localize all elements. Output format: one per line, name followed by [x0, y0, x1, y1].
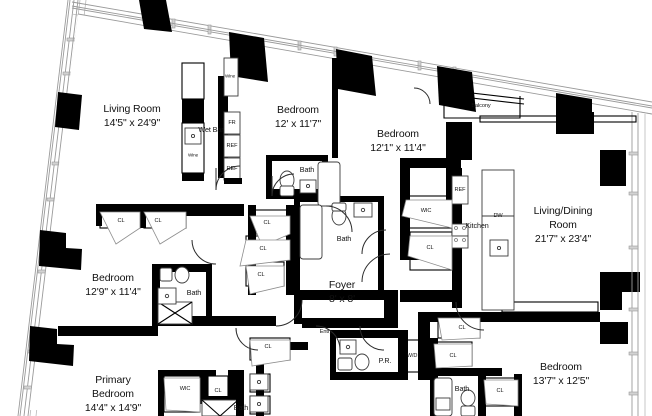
room-label-bedroom-north: Bedroom — [277, 104, 319, 117]
appliance-label-wine-lower: Wine — [187, 152, 199, 158]
closet-label-cl-se-lower: CL — [496, 387, 504, 394]
closet-label-cl-west-2: CL — [154, 217, 162, 224]
room-dimensions-living-room: 14'5" x 24'9" — [103, 117, 161, 130]
appliance-label-fr: FR — [228, 119, 236, 126]
closet-label-cl-center-3: CL — [257, 271, 265, 278]
area-label-kitchen: Kitchen — [465, 220, 489, 230]
closet-label-wic-kitchen: WIC — [420, 207, 432, 214]
room-label-bath-southeast: Bath — [454, 383, 470, 393]
area-label-balcony: Balcony — [471, 102, 491, 109]
closet-label-cl-kitchen: CL — [426, 244, 434, 251]
room-label-living-room: Living Room — [103, 103, 161, 116]
closet-label-cl-center-1: CL — [263, 219, 271, 226]
room-label-bedroom-west: Bedroom — [92, 272, 134, 285]
room-dimensions-foyer: 8' x 8' — [328, 293, 356, 306]
area-label-entry: Entry — [319, 328, 333, 335]
room-label-primary-line1: Primary — [95, 374, 131, 387]
room-label-bath-primary: Bath — [233, 402, 249, 412]
room-label-living-dining-line2: Room — [549, 219, 577, 232]
closet-label-cl-center-2: CL — [259, 245, 267, 252]
door-swings — [99, 87, 519, 413]
closet-label-cl-primary-hall: CL — [264, 343, 272, 350]
closet-label-cl-se-upper: CL — [458, 324, 466, 331]
exterior-curtain-wall-right — [628, 112, 646, 416]
appliance-label-ref-1: REF — [226, 142, 238, 149]
room-label-foyer: Foyer — [328, 279, 356, 292]
appliance-label-washer-dryer: W/D — [406, 352, 418, 359]
room-dimensions-bedroom-north: 12' x 11'7" — [274, 118, 322, 131]
area-label-wet-bar: Wet Bar — [198, 124, 224, 134]
room-label-bedroom-northeast: Bedroom — [377, 128, 419, 141]
room-label-living-dining-line1: Living/Dining — [533, 205, 593, 218]
closet-label-cl-primary: CL — [214, 387, 222, 394]
closet-label-cl-se-mid: CL — [449, 352, 457, 359]
appliance-label-ref-kitchen: REF — [454, 186, 466, 193]
appliance-label-ref-2: REF — [226, 165, 238, 172]
closet-label-cl-west-1: CL — [117, 217, 125, 224]
room-label-primary-line2: Bedroom — [92, 388, 134, 401]
room-label-bath-west: Bath — [186, 287, 202, 297]
room-label-bath-north: Bath — [299, 164, 315, 174]
appliance-label-wine-upper: Wine — [224, 73, 236, 79]
structural-piers — [29, 0, 640, 366]
room-label-bedroom-southeast: Bedroom — [540, 361, 582, 374]
room-label-powder-room: P.R. — [378, 355, 392, 365]
closet-label-wic-primary: WIC — [179, 385, 191, 392]
interior-walls — [58, 57, 637, 416]
room-dimensions-primary-bedroom: 14'4" x 14'9" — [84, 402, 142, 415]
room-dimensions-bedroom-southeast: 13'7" x 12'5" — [532, 375, 590, 388]
room-label-bath-center: Bath — [336, 233, 352, 243]
room-dimensions-bedroom-northeast: 12'1" x 11'4" — [370, 142, 426, 155]
room-dimensions-bedroom-west: 12'9" x 11'4" — [85, 286, 141, 299]
appliance-label-dishwasher: DW — [493, 212, 503, 219]
room-dimensions-living-dining: 21'7" x 23'4" — [534, 233, 592, 246]
